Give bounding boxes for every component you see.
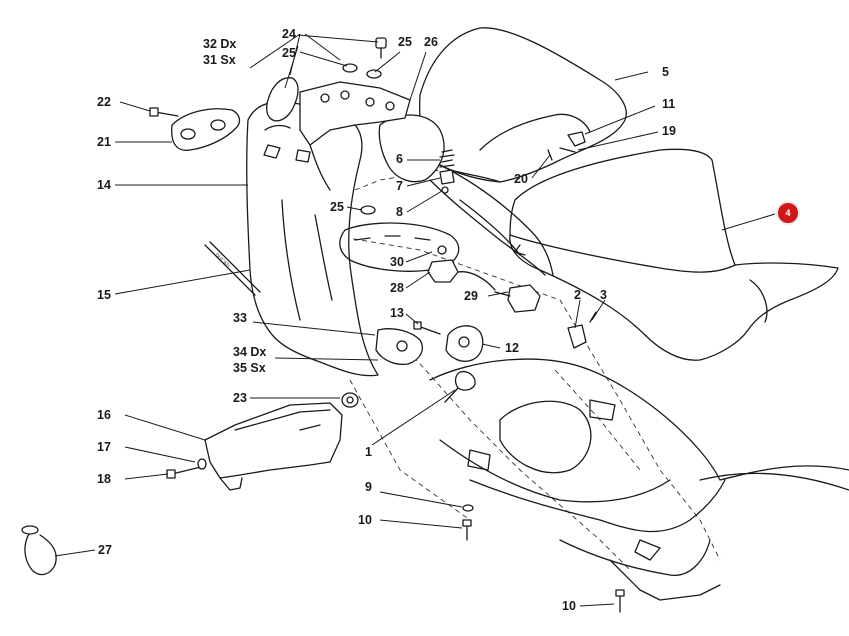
callout-23: 23 [233, 391, 247, 405]
carrier-plate [299, 81, 411, 191]
screw-part-13 [413, 321, 441, 335]
callout-24: 24 [282, 27, 296, 41]
callout-28: 28 [390, 281, 404, 295]
highlight-callout-4-label: 4 [785, 208, 790, 218]
callout-16: 16 [97, 408, 111, 422]
fasteners-top [342, 37, 387, 215]
callout-27: 27 [98, 543, 112, 557]
callout-25-mid: 25 [330, 200, 344, 214]
callout-15: 15 [97, 288, 111, 302]
callout-31: 31 Sx [203, 53, 236, 67]
callout-32: 32 Dx [203, 37, 236, 51]
bolt-part-10-rear [615, 589, 625, 613]
seat-lock-part-12 [445, 325, 484, 362]
callout-30: 30 [390, 255, 404, 269]
callout-21: 21 [97, 135, 111, 149]
callout-labels: 24 25 25 26 32 Dx 31 Sx 5 11 19 20 22 21… [97, 27, 676, 613]
bracket-part-33 [375, 328, 423, 366]
callout-20: 20 [514, 172, 528, 186]
callout-11: 11 [662, 97, 675, 111]
leader-lines [54, 33, 776, 607]
bolt-part-10-lower [462, 504, 474, 541]
callout-8: 8 [396, 205, 403, 219]
bracket-part-16 [204, 402, 343, 491]
highlight-callout-4[interactable]: 4 [776, 201, 800, 225]
callout-2: 2 [574, 288, 581, 302]
seat-latch-part-28 [427, 245, 496, 291]
seat-part-4[interactable] [509, 148, 839, 361]
callout-26: 26 [424, 35, 438, 49]
bracket-part-21 [171, 108, 241, 151]
callout-25-top-right: 25 [398, 35, 412, 49]
bolt-part-22 [149, 107, 179, 117]
callout-6: 6 [396, 152, 403, 166]
callout-17: 17 [97, 440, 111, 454]
callout-12: 12 [505, 341, 519, 355]
callout-10-rear: 10 [562, 599, 576, 613]
lower-cover-part-26 [378, 114, 546, 276]
cable-part-27 [21, 525, 57, 576]
callout-35: 35 Sx [233, 361, 266, 375]
callout-3: 3 [600, 288, 607, 302]
callout-7: 7 [396, 179, 403, 193]
callout-13: 13 [390, 306, 404, 320]
tail-body [429, 358, 849, 601]
callout-14: 14 [97, 178, 111, 192]
bolt-part-18 [166, 458, 207, 479]
bracket-part-2 [567, 311, 597, 349]
key-part-1 [444, 370, 476, 403]
callout-33: 33 [233, 311, 247, 325]
spring-part-6 [439, 149, 455, 194]
callout-34: 34 Dx [233, 345, 266, 359]
switch-part-29 [494, 284, 541, 313]
callout-1: 1 [365, 445, 372, 459]
rubber-part-23 [341, 392, 359, 408]
callout-18: 18 [97, 472, 111, 486]
callout-29: 29 [464, 289, 478, 303]
callout-22: 22 [97, 95, 111, 109]
callout-19: 19 [662, 124, 676, 138]
grab-handle-part-32 [266, 77, 299, 122]
callout-25-top-left: 25 [282, 46, 296, 60]
callout-10-lower: 10 [358, 513, 372, 527]
callout-9: 9 [365, 480, 372, 494]
callout-5: 5 [662, 65, 669, 79]
